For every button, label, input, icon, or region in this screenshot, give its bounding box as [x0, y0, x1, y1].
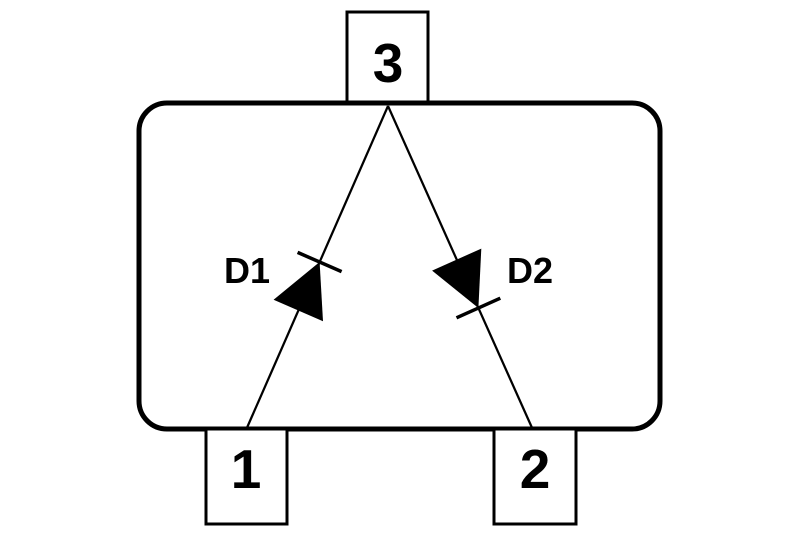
package-body	[136, 100, 663, 432]
pin-3-box	[345, 10, 430, 107]
diode-1-cathode-bar	[296, 250, 343, 274]
diode-2-cathode-bar	[455, 296, 502, 320]
diode-2-anode-triangle	[432, 248, 482, 308]
diode-1-label: D1	[224, 250, 270, 291]
pin-1-label: 1	[231, 438, 262, 500]
pin-2-box	[492, 427, 578, 526]
diode-2-label: D2	[507, 250, 553, 291]
diode-1-anode-triangle	[273, 262, 323, 322]
pin-2-label: 2	[520, 438, 551, 500]
pin-3-label: 3	[373, 32, 404, 94]
pin-1-box	[204, 427, 289, 526]
